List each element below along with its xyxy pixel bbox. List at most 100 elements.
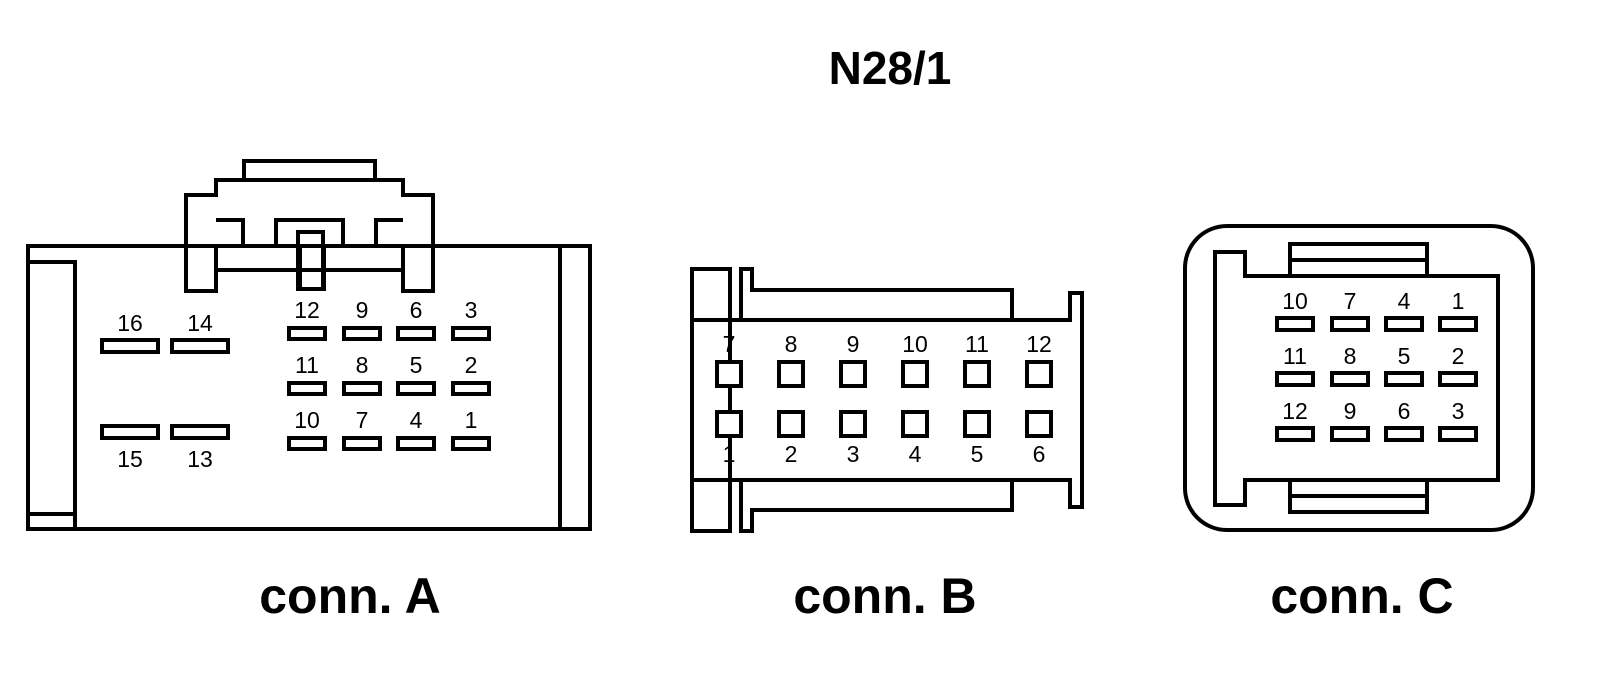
connector-c-pin-slot — [1438, 426, 1478, 442]
connector-c-pin-number: 5 — [1398, 343, 1411, 369]
connector-c-pin-slot — [1275, 371, 1315, 387]
connector-b-pin-number: 3 — [847, 441, 860, 467]
connector-b-housing — [730, 291, 1084, 509]
connector-a-pin-slot — [451, 381, 491, 396]
connector-a-pin-slot — [170, 338, 230, 354]
connector-a-pin-slot — [396, 381, 436, 396]
connector-a-pin-number: 9 — [356, 297, 369, 323]
connector-a-pin-slot — [396, 326, 436, 341]
connector-a-pin-slot — [396, 436, 436, 451]
connector-a-pin-slot — [100, 338, 160, 354]
connector-c-inner-housing — [1213, 250, 1500, 507]
connector-c-pin-number: 12 — [1282, 398, 1308, 424]
connector-c-pin-number: 10 — [1282, 288, 1308, 314]
connector-b-pin-number: 2 — [785, 441, 798, 467]
connector-a-pin-number: 14 — [187, 310, 213, 336]
connector-a-latch — [184, 159, 435, 293]
connector-a-pin-number: 5 — [410, 352, 423, 378]
connector-a-pin-slot — [287, 436, 327, 451]
connector-a-pin-number: 3 — [465, 297, 478, 323]
connector-b-label: conn. B — [793, 568, 976, 624]
connector-c-pin-slot — [1384, 371, 1424, 387]
connector-b-pin-number: 1 — [723, 441, 736, 467]
connector-c-pin-slot — [1438, 371, 1478, 387]
connector-b-pin-slot — [715, 410, 743, 438]
connector-a-pin-slot — [100, 424, 160, 440]
connector-b-pins: 1 7 2 8 3 9 4 10 5 11 6 12 — [715, 331, 1053, 467]
connector-b-pin-number: 9 — [847, 331, 860, 357]
connector-b-pin-slot — [963, 360, 991, 388]
connector-b-pin-slot — [1025, 360, 1053, 388]
connector-a-pin-slot — [342, 436, 382, 451]
connector-a-pin-number: 4 — [410, 407, 423, 433]
connector-b-pin-number: 5 — [971, 441, 984, 467]
connector-a-pin-number: 10 — [294, 407, 320, 433]
connector-c-pin-number: 11 — [1283, 343, 1307, 369]
connector-b-bottom-shroud — [739, 480, 1014, 533]
connector-c-pin-number: 7 — [1344, 288, 1357, 314]
connector-b-pin-number: 4 — [909, 441, 922, 467]
connector-a-pin-number: 6 — [410, 297, 423, 323]
connector-b-pin-number: 7 — [723, 331, 736, 357]
connector-c-pin-slot — [1275, 316, 1315, 332]
connector-a-pin-number: 1 — [465, 407, 478, 433]
connector-a-label: conn. A — [259, 568, 440, 624]
connector-a-pin-number: 16 — [117, 310, 143, 336]
connector-a-pin-number: 15 — [117, 446, 143, 472]
connector-b: 1 7 2 8 3 9 4 10 5 11 6 12 conn. B — [690, 267, 1084, 624]
connector-b-pin-slot — [963, 410, 991, 438]
connector-a-pin-slot — [451, 326, 491, 341]
connector-a-pin-slot — [170, 424, 230, 440]
connector-a-pin-number: 8 — [356, 352, 369, 378]
connector-b-left-flange — [690, 267, 732, 533]
connector-c-pin-number: 6 — [1398, 398, 1411, 424]
connector-a-pin-slot — [451, 436, 491, 451]
connector-b-top-shroud — [739, 267, 1014, 320]
connector-c-pin-number: 2 — [1452, 343, 1465, 369]
connector-a-pin-slot — [342, 326, 382, 341]
connector-b-pin-slot — [715, 360, 743, 388]
connector-c-pin-slot — [1384, 316, 1424, 332]
connector-b-pin-slot — [1025, 410, 1053, 438]
connector-c-pin-number: 8 — [1344, 343, 1357, 369]
connector-b-pin-number: 10 — [902, 331, 928, 357]
connector-b-pin-slot — [901, 410, 929, 438]
connector-c-pin-number: 3 — [1452, 398, 1465, 424]
connector-b-pin-number: 12 — [1026, 331, 1052, 357]
connector-c-pin-slot — [1275, 426, 1315, 442]
connector-b-pin-slot — [901, 360, 929, 388]
connector-c-pin-number: 1 — [1452, 288, 1465, 314]
connector-c-pin-slot — [1438, 316, 1478, 332]
connector-a-pin-slot — [342, 381, 382, 396]
connector-b-pin-slot — [839, 410, 867, 438]
connector-a-pin-number: 12 — [294, 297, 320, 323]
connector-c-label: conn. C — [1270, 568, 1453, 624]
connector-a-pin-number: 2 — [465, 352, 478, 378]
connector-c-pin-number: 4 — [1398, 288, 1411, 314]
connector-b-pin-slot — [839, 360, 867, 388]
connector-a-pin-slot — [287, 326, 327, 341]
diagram-title: N28/1 — [829, 42, 952, 94]
connector-c-pin-slot — [1330, 316, 1370, 332]
connector-a-pin-number: 13 — [187, 446, 213, 472]
connector-a-left-panel — [26, 260, 77, 531]
connector-b-pin-number: 6 — [1033, 441, 1046, 467]
connector-b-pin-number: 8 — [785, 331, 798, 357]
connector-a-pin-slot — [287, 381, 327, 396]
connector-c-pin-number: 9 — [1344, 398, 1357, 424]
connector-b-pin-slot — [777, 360, 805, 388]
connector-b-pin-slot — [777, 410, 805, 438]
connector-c-pin-slot — [1330, 426, 1370, 442]
connector-a-pin-number: 11 — [295, 352, 319, 378]
connector-a-right-panel — [558, 244, 592, 531]
connector-c-pin-slot — [1384, 426, 1424, 442]
connector-a-pin-number: 7 — [356, 407, 369, 433]
connector-b-pin-number: 11 — [965, 331, 989, 357]
connector-c-pin-slot — [1330, 371, 1370, 387]
connector-c-outer-shell — [1183, 224, 1535, 532]
